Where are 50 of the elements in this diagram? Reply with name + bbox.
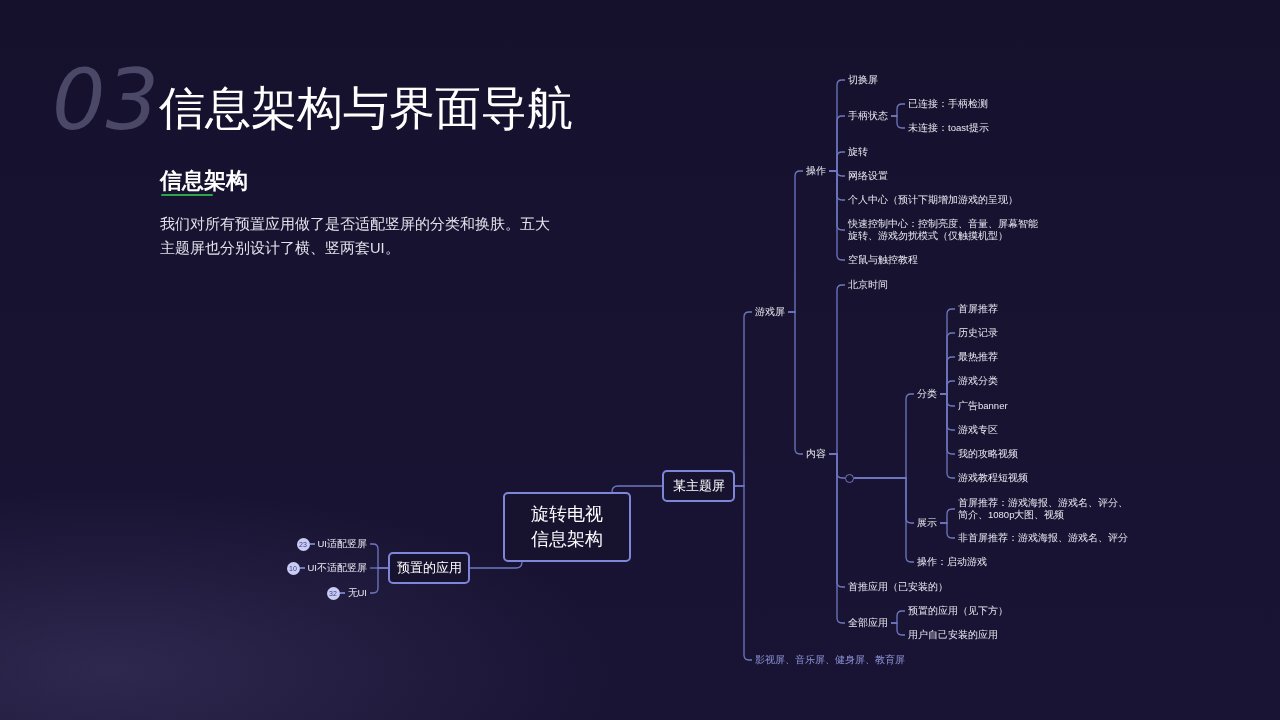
tree-label: 北京时间 [845, 279, 891, 291]
tree-label: 非首屏推荐：游戏海报、游戏名、评分 [955, 532, 1131, 544]
junction-circle [845, 473, 854, 483]
tree-label: 游戏教程短视频 [955, 472, 1031, 484]
tree-label: 快速控制中心：控制亮度、音量、屏幕智能旋转、游戏勿扰模式（仅触摸机型） [845, 218, 1047, 242]
tree-label: 首屏推荐：游戏海报、游戏名、评分、简介、1080p大图、视频 [955, 497, 1137, 521]
tree-label: 广告banner [955, 400, 1011, 412]
tree-label: 预置的应用（见下方） [905, 605, 1011, 617]
tree-label: 已连接：手柄检测 [905, 98, 991, 110]
connector-line [611, 485, 663, 493]
topic-box: 某主题屏 [662, 470, 735, 502]
tree-label: 无UI [344, 587, 370, 599]
tree-label: 空鼠与触控教程 [845, 254, 921, 266]
body-paragraph: 我们对所有预置应用做了是否适配竖屏的分类和换肤。五大主题屏也分别设计了横、竖两套UI。 [160, 215, 551, 258]
connector-line [939, 393, 956, 479]
tree-label: 游戏分类 [955, 375, 1001, 387]
tree-label: 游戏专区 [955, 424, 1001, 436]
connector-line [890, 115, 906, 129]
connector-line [787, 311, 804, 455]
tree-label: UI适配竖屏 [314, 538, 370, 550]
tree-label: 未连接：toast提示 [905, 122, 992, 134]
slide-title: 信息架构与界面导航 [159, 81, 573, 135]
tree-label: 操作 [803, 165, 829, 177]
tree-label: 操作：启动游戏 [914, 556, 990, 568]
tree-label: 旋转 [845, 146, 871, 158]
tree-label: 全部应用 [845, 617, 891, 629]
tree-label: 最热推荐 [955, 351, 1001, 363]
central-topic-box: 旋转电视信息架构 [503, 492, 631, 562]
tree-label: 个人中心（预计下期增加游戏的呈现） [845, 194, 1021, 206]
tree-label: 我的攻略视频 [955, 448, 1021, 460]
section-number: 03 [51, 58, 159, 142]
connector-line [369, 567, 389, 594]
tree-label: 分类 [914, 388, 940, 400]
section-heading: 信息架构 [160, 167, 248, 195]
tree-label: 游戏屏 [752, 306, 788, 318]
tree-label: 用户自己安装的应用 [905, 629, 1001, 641]
connector-line [469, 561, 523, 569]
tree-label: 网络设置 [845, 170, 891, 182]
tree-label: 内容 [803, 448, 829, 460]
connector-line [890, 622, 906, 636]
tree-label: 手柄状态 [845, 110, 891, 122]
tree-label: 首屏推荐 [955, 303, 1001, 315]
connector-line [939, 522, 956, 539]
tree-label: UI不适配竖屏 [304, 562, 370, 574]
tree-label: 历史记录 [955, 327, 1001, 339]
tree-label: 切换屏 [845, 74, 881, 86]
topic-box: 预置的应用 [388, 552, 470, 584]
tree-label: 展示 [914, 517, 940, 529]
tree-label: 首推应用（已安装的） [845, 581, 951, 593]
tree-label: 影视屏、音乐屏、健身屏、教育屏 [752, 654, 908, 666]
